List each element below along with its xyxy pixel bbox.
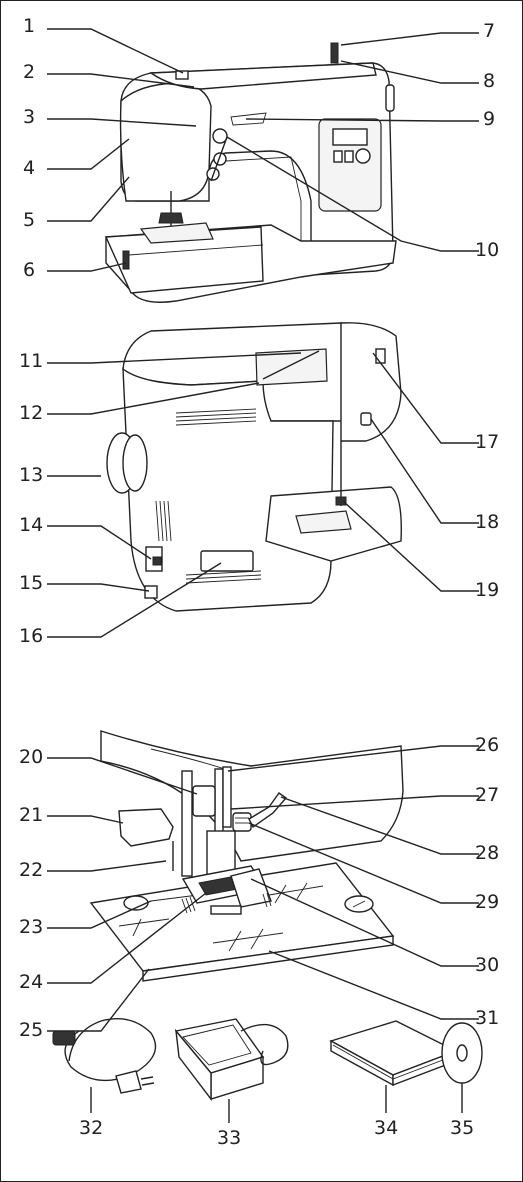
callout-16: 16	[19, 625, 44, 647]
callout-8: 8	[483, 70, 496, 92]
callout-27: 27	[475, 784, 500, 806]
callout-9: 9	[483, 108, 496, 130]
foot-pedal	[174, 1018, 289, 1102]
callout-11: 11	[19, 350, 44, 372]
back-view-machine	[106, 322, 402, 612]
leader-lines	[47, 28, 479, 1123]
callout-25: 25	[19, 1019, 44, 1041]
callout-18: 18	[475, 511, 500, 533]
callout-34: 34	[374, 1117, 399, 1139]
manual	[329, 1020, 458, 1087]
callout-13: 13	[19, 464, 44, 486]
callout-23: 23	[19, 916, 44, 938]
callout-5: 5	[23, 209, 36, 231]
callout-7: 7	[483, 20, 496, 42]
callout-15: 15	[19, 572, 44, 594]
callout-17: 17	[475, 431, 500, 453]
callout-3: 3	[23, 106, 36, 128]
callout-26: 26	[475, 734, 500, 756]
front-view-machine	[104, 42, 397, 303]
callout-22: 22	[19, 859, 44, 881]
callout-10: 10	[475, 239, 500, 261]
callout-29: 29	[475, 891, 500, 913]
callout-1: 1	[23, 15, 36, 37]
callout-31: 31	[475, 1007, 500, 1029]
accessories	[52, 1018, 483, 1102]
callout-4: 4	[23, 157, 36, 179]
callout-21: 21	[19, 804, 44, 826]
callout-32: 32	[79, 1117, 104, 1139]
presser-foot-closeup	[89, 730, 404, 982]
callout-33: 33	[217, 1127, 242, 1149]
callout-12: 12	[19, 402, 44, 424]
callout-30: 30	[475, 954, 500, 976]
callout-6: 6	[23, 259, 36, 281]
callout-28: 28	[475, 842, 500, 864]
callout-20: 20	[19, 746, 44, 768]
callout-2: 2	[23, 61, 36, 83]
cd-disc	[441, 1022, 483, 1084]
callout-19: 19	[475, 579, 500, 601]
callout-35: 35	[450, 1117, 475, 1139]
callout-24: 24	[19, 971, 44, 993]
callout-14: 14	[19, 514, 44, 536]
power-cord	[52, 1018, 157, 1094]
